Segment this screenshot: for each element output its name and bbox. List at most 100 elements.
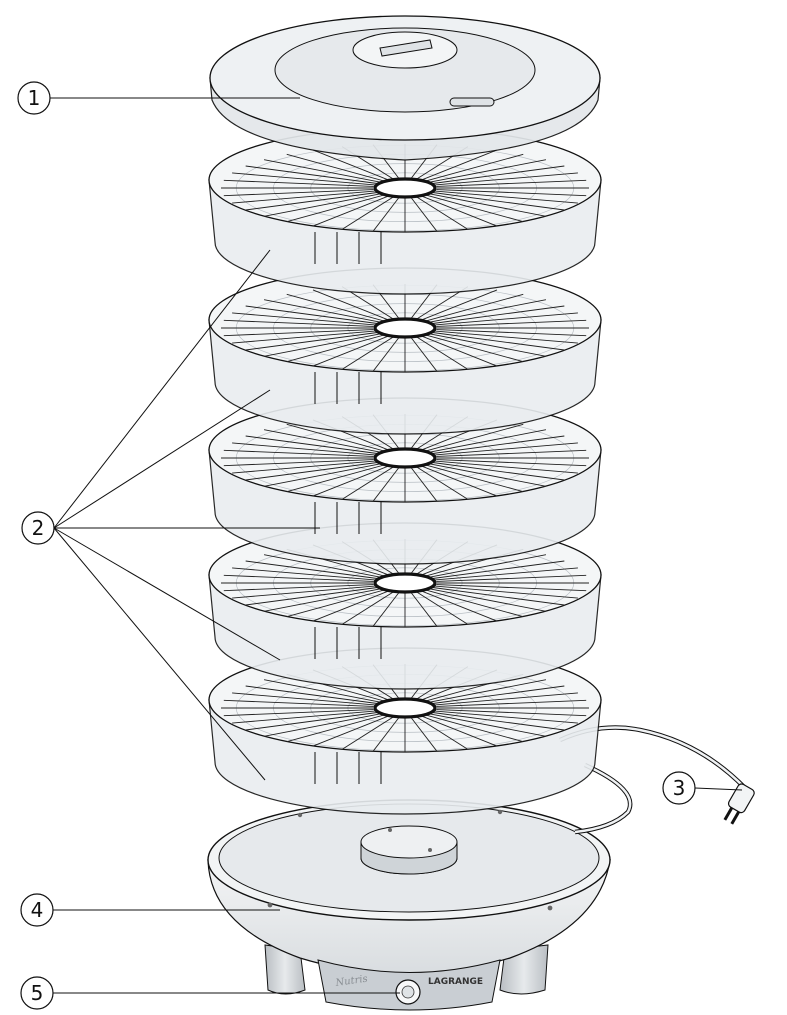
tray-mesh-spoke (429, 554, 547, 578)
vent-knob-icon (379, 39, 433, 57)
tray-mesh-spoke (425, 293, 524, 322)
tray-mesh-spoke (223, 709, 374, 717)
tray-mesh-spoke (372, 591, 400, 627)
tray-mesh-spoke (435, 190, 578, 204)
base-unit: Nutris LAGRANGE (207, 799, 611, 1011)
tray-mesh-spoke (232, 190, 375, 204)
tray-mesh-spoke (435, 460, 578, 474)
tray-mesh-spoke (341, 196, 395, 230)
tray-mesh-spoke (245, 192, 378, 211)
tray-mesh-spoke (432, 305, 565, 324)
tray-mesh-spoke (415, 466, 469, 500)
tray-mesh-spoke (429, 159, 547, 183)
leader-line-2d (53, 527, 281, 661)
tray-mesh-spoke (263, 554, 381, 578)
tray-mesh-spoke (429, 463, 547, 487)
tray-center-hole (373, 697, 437, 719)
tray-mesh-spoke (223, 319, 374, 327)
tray-mesh-spoke (341, 591, 395, 625)
screw-hole (428, 848, 432, 852)
tray-mesh-spoke (223, 459, 374, 467)
tray-mesh-spoke (312, 195, 390, 227)
screw-hole (497, 809, 503, 815)
tray-mesh-spoke (263, 299, 381, 323)
tray-mesh-spoke (286, 153, 385, 182)
leader-line-2e (53, 527, 266, 781)
tray-mesh-spoke (436, 329, 587, 337)
tray-center-hole (373, 572, 437, 594)
tray-center-hole (373, 177, 437, 199)
svg-text:1: 1 (28, 86, 41, 110)
tray-mesh-spoke (312, 335, 390, 367)
tray-mesh-spoke (429, 713, 547, 737)
tray-mesh-spoke (232, 442, 375, 456)
tray-mesh-spoke (232, 585, 375, 599)
fan-hub-top (360, 825, 458, 859)
tray-center-hole (373, 447, 437, 469)
callout-5: 5 (20, 976, 54, 1010)
tray-mesh-spoke (372, 336, 400, 372)
tray-mesh-spoke (410, 336, 438, 372)
tray-mesh-spoke (341, 716, 395, 750)
tray-mesh-spoke (232, 330, 375, 344)
tray-mesh-spoke (425, 589, 524, 618)
tray-mesh-spoke (341, 336, 395, 370)
tray-mesh-spoke (286, 334, 385, 363)
tray-mesh-spoke (429, 679, 547, 703)
tray-mesh-spoke (223, 189, 374, 197)
svg-text:5: 5 (31, 981, 44, 1005)
tray-mesh-spoke (410, 716, 438, 752)
tray-mesh-spoke (312, 465, 390, 497)
tray-mesh-spoke (436, 189, 587, 197)
tray-mesh-spoke (436, 584, 587, 592)
tray-mesh-spoke (263, 333, 381, 357)
tray-mesh-spoke (263, 588, 381, 612)
tray-mesh-spoke (435, 585, 578, 599)
tray-mesh-spoke (435, 172, 578, 186)
tray-mesh-spoke (436, 449, 587, 457)
callout-3: 3 (662, 771, 696, 805)
screw-hole (267, 902, 273, 908)
tray-mesh-spoke (432, 685, 565, 704)
cord-loop-inner (574, 763, 632, 834)
tray-mesh-spoke (420, 335, 498, 367)
tray-mesh-spoke (245, 712, 378, 731)
tray-mesh-spoke (436, 699, 587, 707)
tray-mesh-spoke (436, 574, 587, 582)
tray-mesh-spoke (420, 715, 498, 747)
callout-1: 1 (17, 81, 51, 115)
tray-mesh-spoke (420, 465, 498, 497)
tray-mesh-spoke (372, 466, 400, 502)
tray-mesh-spoke (436, 179, 587, 187)
tray-mesh-spoke (425, 153, 524, 182)
tray-mesh-spoke (245, 587, 378, 606)
tray-mesh-spoke (432, 192, 565, 211)
tray-mesh-spoke (410, 466, 438, 502)
tray-mesh-spoke (232, 692, 375, 706)
tray-mesh-spoke (245, 685, 378, 704)
tray-mesh-spoke (420, 195, 498, 227)
tray-mesh-spoke (420, 289, 498, 321)
tray-mesh-spoke (245, 560, 378, 579)
tray-1 (208, 127, 602, 295)
screw-hole (297, 812, 303, 818)
plug-icon (723, 783, 755, 825)
tray-mesh-spoke (420, 590, 498, 622)
screw-hole (547, 905, 553, 911)
tray-mesh-spoke (435, 567, 578, 581)
tray-mesh-spoke (232, 172, 375, 186)
tray-mesh-spoke (436, 709, 587, 717)
lid (209, 15, 601, 161)
tray-mesh-spoke (232, 567, 375, 581)
tray-mesh-spoke (432, 712, 565, 731)
callout-2: 2 (21, 511, 55, 545)
callouts: 1 2 3 4 5 (17, 81, 696, 1010)
screw-hole (388, 828, 392, 832)
tray-mesh-spoke (286, 714, 385, 743)
tray-mesh-spoke (436, 319, 587, 327)
tray-mesh-spoke (432, 560, 565, 579)
tray-mesh-spoke (286, 589, 385, 618)
tray-mesh-spoke (263, 713, 381, 737)
tray-mesh-spoke (435, 312, 578, 326)
